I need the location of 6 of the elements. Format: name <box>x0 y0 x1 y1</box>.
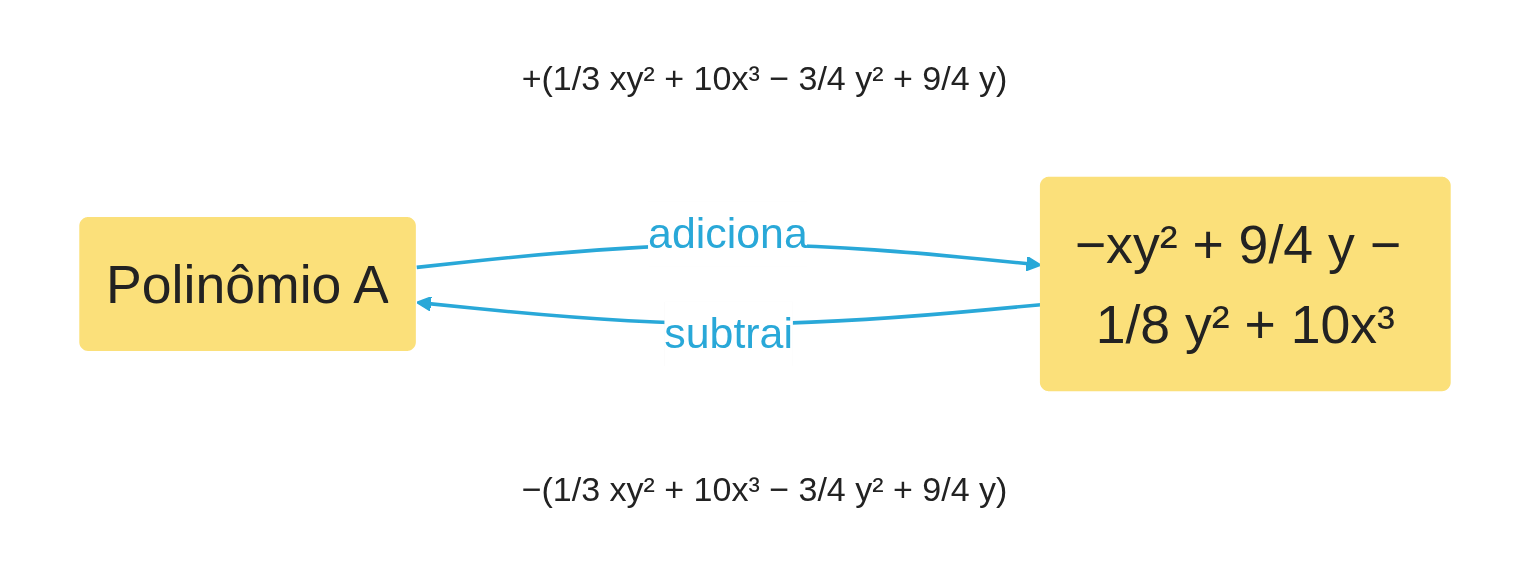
expression-text: −(1/3 xy² + 10x³ − 3/4 y² + 9/4 y) <box>521 469 1008 509</box>
edge-label: subtrai <box>663 308 793 357</box>
node-box: Polinômio A <box>78 216 416 351</box>
edge-label: adiciona <box>647 208 808 257</box>
expression-text: +(1/3 xy² + 10x³ − 3/4 y² + 9/4 y) <box>521 58 1008 98</box>
node-box: −xy² + 9/4 y − 1/8 y² + 10x³ <box>1039 176 1451 391</box>
